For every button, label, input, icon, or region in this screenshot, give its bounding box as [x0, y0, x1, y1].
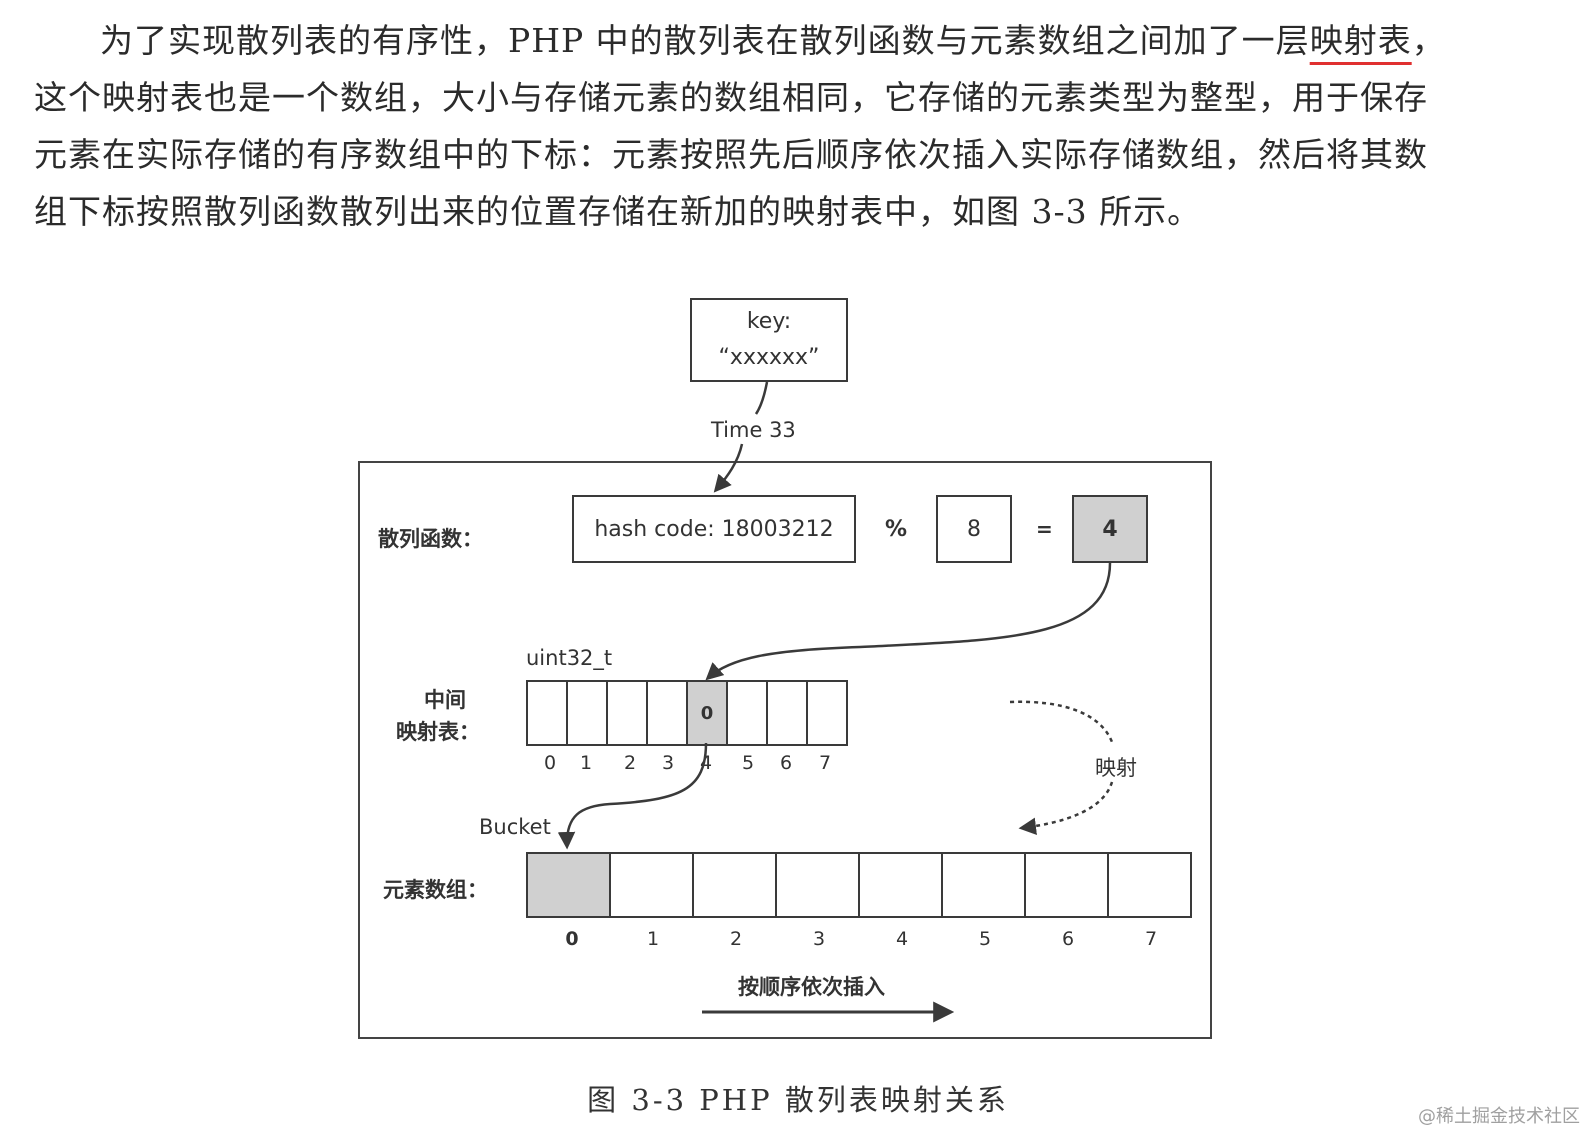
- key-label: key:: [746, 309, 792, 334]
- element-index: 6: [1061, 928, 1075, 950]
- time33-label: Time 33: [711, 418, 796, 442]
- element-index: 7: [1144, 928, 1158, 950]
- element-cell: [858, 852, 943, 918]
- hash-code-text: hash code: 18003212: [594, 516, 834, 542]
- modulus-box: 8: [936, 495, 1012, 563]
- paragraph-line-3: 元素在实际存储的有序数组中的下标：元素按照先后顺序依次插入实际存储数组，然后将其…: [34, 135, 1428, 174]
- key-to-time33-line: [754, 381, 769, 415]
- map-index: 5: [741, 752, 755, 774]
- uint32-type-label: uint32_t: [526, 646, 613, 670]
- element-cell: [1107, 852, 1192, 918]
- underlined-term: 映射表: [1309, 21, 1412, 60]
- hash-code-box: hash code: 18003212: [572, 495, 856, 563]
- hash-function-label: 散列函数：: [378, 527, 483, 551]
- mapping-arrow-lower: [1018, 781, 1114, 835]
- body-paragraph: 为了实现散列表的有序性，PHP 中的散列表在散列函数与元素数组之间加了一层映射表…: [34, 12, 1564, 240]
- modulus-value: 8: [967, 516, 981, 542]
- insert-order-label: 按顺序依次插入: [738, 975, 885, 999]
- map-cell: [806, 680, 848, 746]
- element-index: 0: [565, 928, 579, 950]
- map-index: 7: [818, 752, 832, 774]
- element-index: 5: [978, 928, 992, 950]
- mapping-label: 映射: [1095, 756, 1137, 780]
- figure-caption: 图 3-3 PHP 散列表映射关系: [587, 1083, 1009, 1117]
- key-value: “xxxxxx”: [718, 345, 820, 370]
- result-box: 4: [1072, 495, 1148, 563]
- paragraph-line-2: 这个映射表也是一个数组，大小与存储元素的数组相同，它存储的元素类型为整型，用于保…: [34, 78, 1428, 117]
- map-index: 0: [543, 752, 557, 774]
- element-cell: [526, 852, 611, 918]
- element-index: 1: [646, 928, 660, 950]
- map-index: 1: [579, 752, 593, 774]
- map-cell: [606, 680, 648, 746]
- result-value: 4: [1102, 516, 1118, 542]
- map-cell: [766, 680, 808, 746]
- element-cell: [941, 852, 1026, 918]
- result-to-map-arrow: [705, 562, 1112, 681]
- map-cell: [646, 680, 688, 746]
- element-index: 4: [895, 928, 909, 950]
- watermark: @稀土掘金技术社区: [1418, 1106, 1580, 1127]
- bucket-label: Bucket: [479, 815, 551, 839]
- map-index: 3: [661, 752, 675, 774]
- map-index: 6: [779, 752, 793, 774]
- map-index: 2: [623, 752, 637, 774]
- paragraph-line-1: 为了实现散列表的有序性，PHP 中的散列表在散列函数与元素数组之间加了一层映射表…: [34, 12, 1564, 69]
- paragraph-line-1-text: 为了实现散列表的有序性，PHP 中的散列表在散列函数与元素数组之间加了一层: [100, 21, 1310, 60]
- equals-operator: =: [1036, 517, 1053, 541]
- time33-to-hash-arrow: [713, 443, 744, 493]
- map-table-label-line1: 中间: [424, 688, 466, 712]
- key-box: key: “xxxxxx”: [690, 298, 848, 382]
- map-table-label-line2: 映射表：: [396, 720, 480, 744]
- map-cell: [726, 680, 768, 746]
- diagram-frame: [358, 461, 1212, 1039]
- mod-operator: %: [885, 517, 908, 542]
- element-array-label: 元素数组：: [383, 878, 488, 902]
- paragraph-line-1-punct: ，: [1411, 21, 1446, 60]
- map-to-bucket-arrow: [557, 742, 708, 850]
- element-cell: [609, 852, 694, 918]
- mapping-arrow-upper: [1009, 700, 1114, 743]
- element-index: 2: [729, 928, 743, 950]
- element-index: 3: [812, 928, 826, 950]
- paragraph-line-4: 组下标按照散列函数散列出来的位置存储在新加的映射表中，如图 3-3 所示。: [34, 192, 1202, 231]
